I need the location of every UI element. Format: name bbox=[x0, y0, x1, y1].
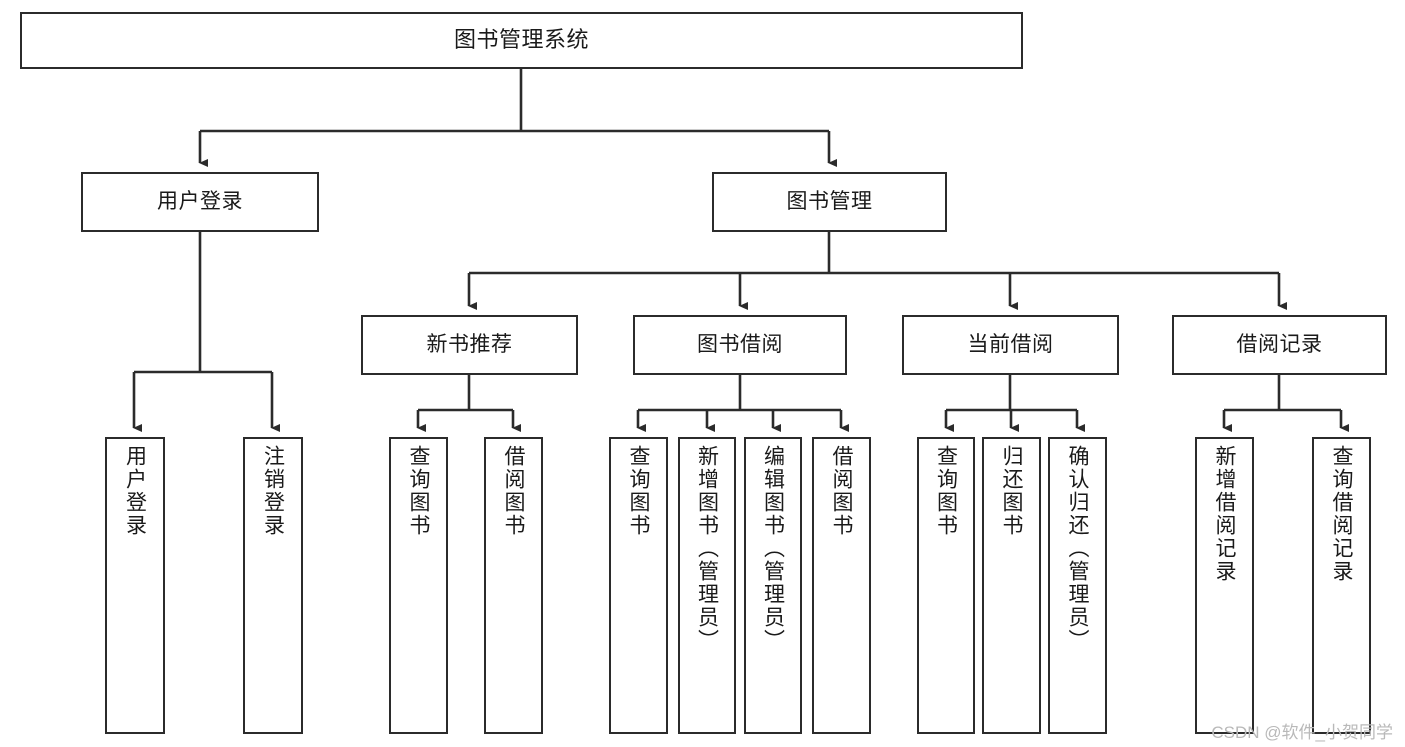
node-label: 归还图书 bbox=[1000, 445, 1023, 537]
node-b1[interactable]: 查询图书 bbox=[609, 437, 668, 734]
node-c3[interactable]: 确认归还（管理员） bbox=[1048, 437, 1107, 734]
node-label: 新增借阅记录 bbox=[1213, 445, 1236, 583]
node-label: 新增图书（管理员） bbox=[695, 445, 719, 652]
node-label: 当前借阅 bbox=[967, 333, 1054, 357]
node-label: 图书管理系统 bbox=[453, 27, 589, 53]
node-label: 借阅记录 bbox=[1236, 333, 1323, 357]
node-u1[interactable]: 用户登录 bbox=[105, 437, 165, 734]
node-label: 查询图书 bbox=[407, 445, 430, 537]
node-label: 新书推荐 bbox=[426, 333, 513, 357]
node-label: 编辑图书（管理员） bbox=[761, 445, 785, 652]
node-l2d[interactable]: 借阅记录 bbox=[1172, 315, 1387, 375]
node-n1[interactable]: 查询图书 bbox=[389, 437, 448, 734]
node-l2b[interactable]: 图书借阅 bbox=[633, 315, 847, 375]
node-label: 图书管理 bbox=[786, 190, 873, 214]
node-label: 用户登录 bbox=[157, 190, 243, 214]
node-l1a[interactable]: 用户登录 bbox=[81, 172, 319, 232]
node-label: 查询图书 bbox=[627, 445, 650, 537]
csdn-watermark: CSDN @软件_小贺同学 bbox=[1211, 723, 1393, 742]
node-root[interactable]: 图书管理系统 bbox=[20, 12, 1023, 69]
node-c1[interactable]: 查询图书 bbox=[917, 437, 975, 734]
node-l2c[interactable]: 当前借阅 bbox=[902, 315, 1119, 375]
node-label: 注销登录 bbox=[261, 445, 285, 537]
node-b4[interactable]: 借阅图书 bbox=[812, 437, 871, 734]
node-n2[interactable]: 借阅图书 bbox=[484, 437, 543, 734]
node-label: 借阅图书 bbox=[830, 445, 853, 537]
node-c2[interactable]: 归还图书 bbox=[982, 437, 1041, 734]
node-l2a[interactable]: 新书推荐 bbox=[361, 315, 578, 375]
node-label: 查询图书 bbox=[934, 445, 958, 537]
node-label: 查询借阅记录 bbox=[1330, 445, 1353, 583]
node-label: 用户登录 bbox=[123, 445, 147, 537]
node-u2[interactable]: 注销登录 bbox=[243, 437, 303, 734]
node-r2[interactable]: 查询借阅记录 bbox=[1312, 437, 1371, 734]
node-label: 借阅图书 bbox=[502, 445, 525, 537]
node-l1b[interactable]: 图书管理 bbox=[712, 172, 947, 232]
node-b3[interactable]: 编辑图书（管理员） bbox=[744, 437, 802, 734]
node-b2[interactable]: 新增图书（管理员） bbox=[678, 437, 736, 734]
node-label: 图书借阅 bbox=[697, 333, 783, 357]
node-label: 确认归还（管理员） bbox=[1066, 445, 1089, 652]
node-r1[interactable]: 新增借阅记录 bbox=[1195, 437, 1254, 734]
